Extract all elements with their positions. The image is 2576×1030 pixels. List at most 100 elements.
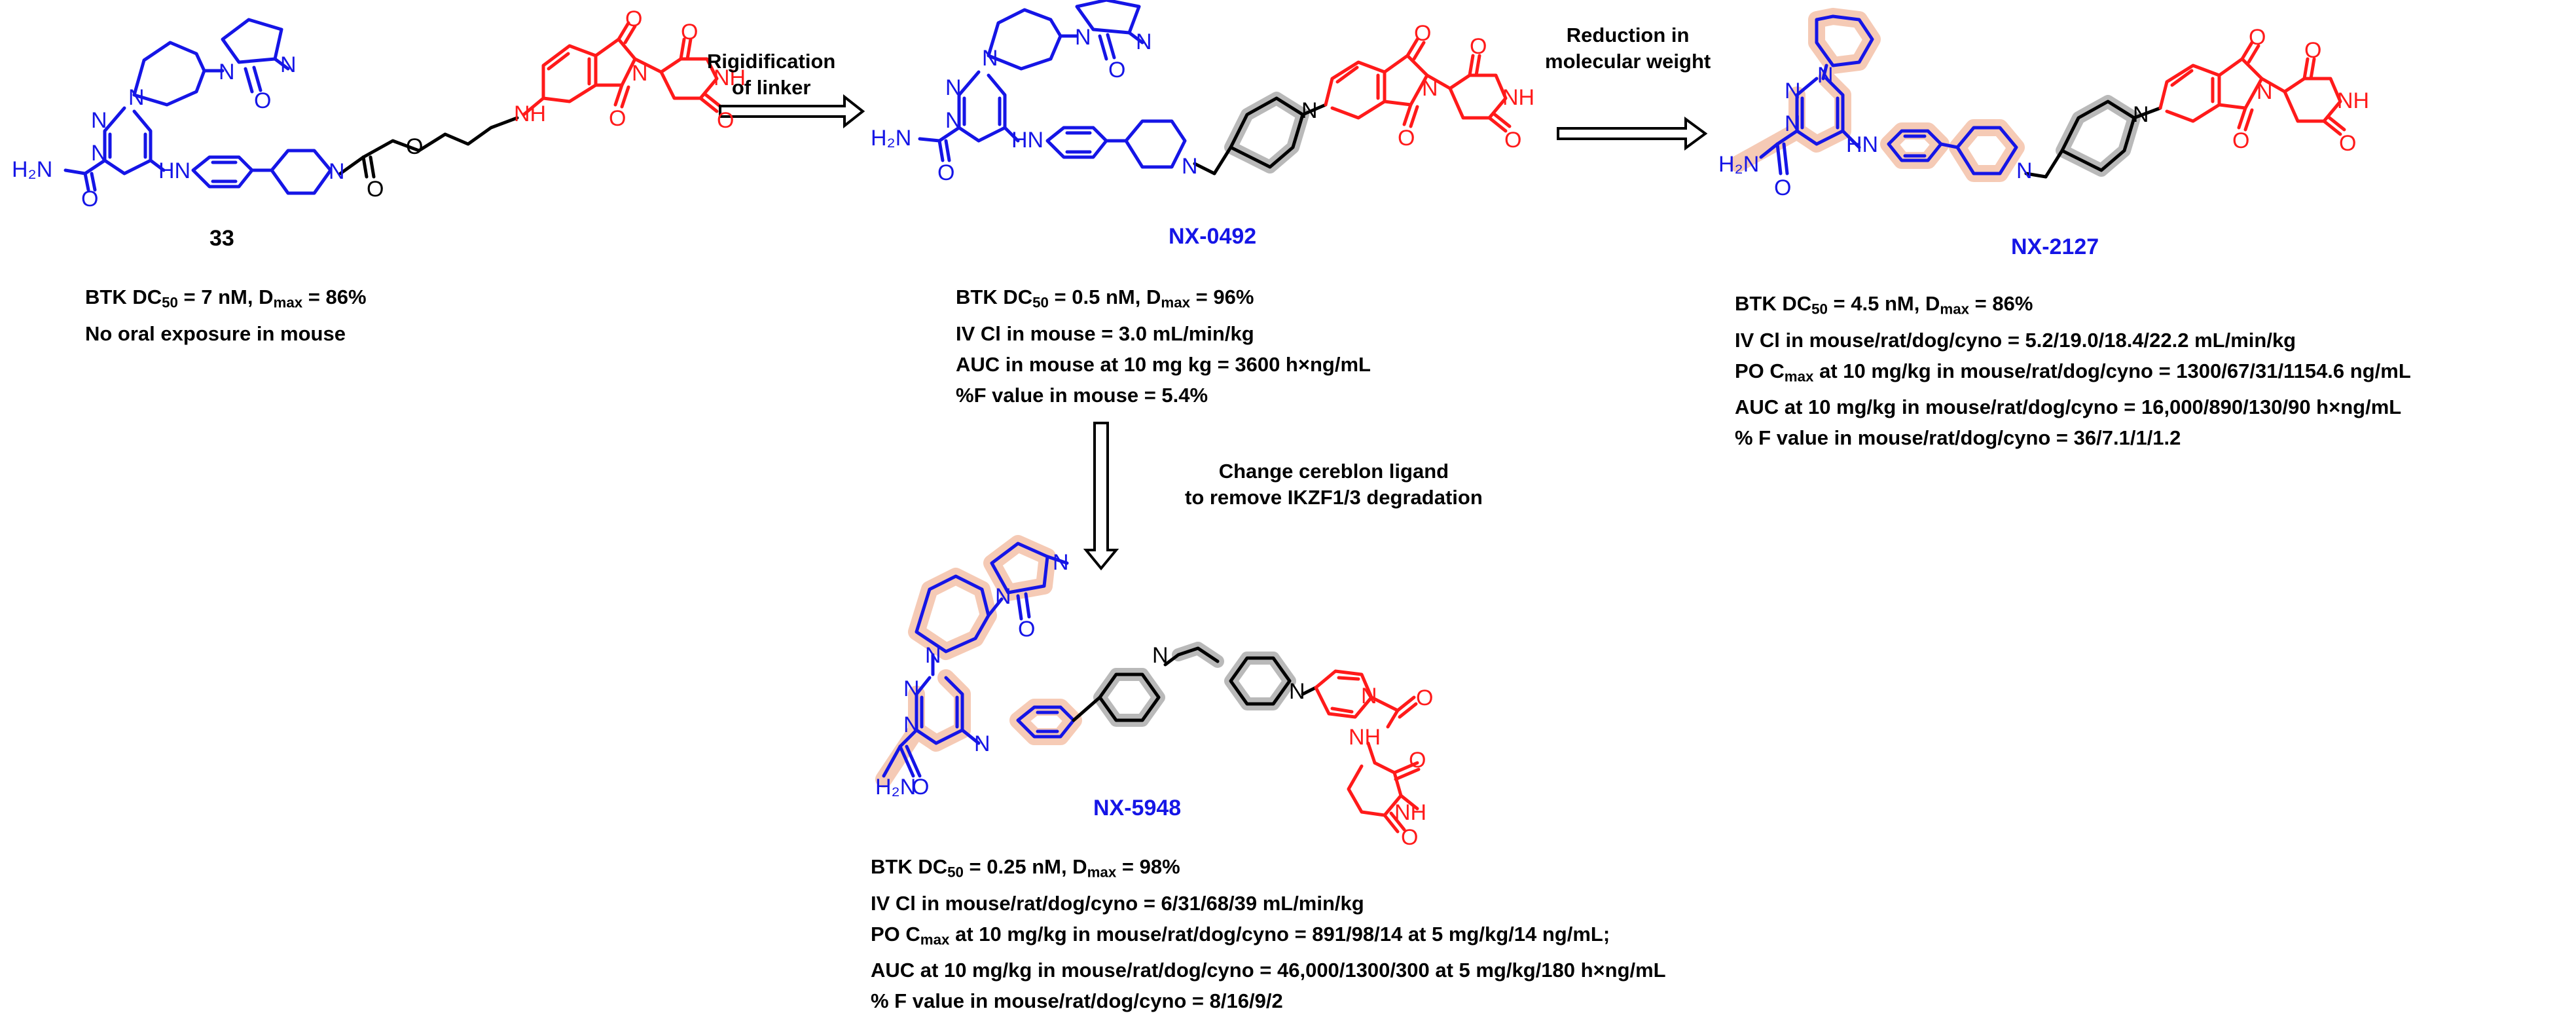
property-text: IV Cl in mouse = 3.0 mL/min/kg bbox=[956, 322, 1254, 345]
atom-o: O bbox=[1409, 748, 1426, 773]
property-text: No oral exposure in mouse bbox=[85, 322, 346, 345]
atom-n: N bbox=[632, 61, 648, 86]
atom-o: O bbox=[912, 775, 929, 800]
property-text: = 98% bbox=[1116, 855, 1180, 878]
arrow-2-label: Reduction in molecular weight bbox=[1545, 22, 1711, 75]
property-line: % F value in mouse/rat/dog/cyno = 8/16/9… bbox=[871, 985, 1666, 1016]
properties-nx-0492: BTK DC50 = 0.5 nM, Dmax = 96%IV Cl in mo… bbox=[956, 282, 1371, 411]
arrow-2-label-line1: Reduction in bbox=[1566, 24, 1690, 46]
structure-nx-5948 bbox=[875, 535, 1421, 834]
atom-n: N bbox=[91, 108, 107, 133]
property-line: AUC in mouse at 10 mg kg = 3600 h×ng/mL bbox=[956, 349, 1371, 380]
atom-n: N bbox=[1152, 643, 1169, 668]
compound-name-nx-5948: NX-5948 bbox=[1093, 796, 1182, 820]
atom-o: O bbox=[1108, 58, 1125, 83]
atom-o: O bbox=[1416, 686, 1433, 710]
atom-n: N bbox=[128, 85, 145, 110]
arrow-3-label-line1: Change cereblon ligand bbox=[1218, 460, 1449, 483]
atom-n: N bbox=[925, 643, 941, 668]
compound-name-nx-0492: NX-0492 bbox=[1169, 224, 1257, 249]
atom-n: N bbox=[1182, 154, 1198, 179]
property-subscript: max bbox=[1087, 864, 1117, 881]
atom-n: N bbox=[995, 584, 1011, 609]
atom-o: O bbox=[367, 177, 384, 202]
atom-n: N bbox=[1817, 63, 1834, 88]
atom-h2n: H₂N bbox=[1718, 152, 1759, 177]
atom-n: N bbox=[903, 676, 920, 701]
atom-hn: HN bbox=[158, 158, 190, 183]
property-subscript: max bbox=[920, 931, 950, 948]
atom-n: N bbox=[219, 60, 235, 84]
atom-o: O bbox=[625, 7, 642, 31]
atom-nh: NH bbox=[1394, 800, 1426, 825]
compound-name-33: 33 bbox=[209, 226, 234, 251]
atom-n: N bbox=[2016, 158, 2033, 183]
atom-n: N bbox=[2133, 102, 2149, 127]
atom-nh: NH bbox=[2337, 88, 2369, 113]
property-line: No oral exposure in mouse bbox=[85, 318, 367, 349]
atom-n: N bbox=[280, 52, 297, 77]
atom-n: N bbox=[974, 731, 990, 756]
property-text: PO C bbox=[1735, 359, 1785, 382]
property-text: AUC at 10 mg/kg in mouse/rat/dog/cyno = … bbox=[871, 959, 1666, 982]
atom-n: N bbox=[1053, 550, 1069, 575]
properties-33: BTK DC50 = 7 nM, Dmax = 86% No oral expos… bbox=[85, 282, 367, 349]
atom-o: O bbox=[2339, 131, 2356, 156]
property-line: IV Cl in mouse/rat/dog/cyno = 6/31/68/39… bbox=[871, 888, 1666, 919]
arrow-1-label: Rigidification of linker bbox=[707, 48, 835, 101]
property-text: = 86% bbox=[1969, 292, 2033, 315]
atom-hn: HN bbox=[1011, 128, 1043, 153]
atom-o: O bbox=[2304, 38, 2321, 63]
atom-n: N bbox=[945, 75, 962, 100]
arrow-2 bbox=[1557, 117, 1708, 151]
property-text: = 4.5 nM, D bbox=[1827, 292, 1940, 315]
atom-h2n: H₂N bbox=[871, 126, 911, 151]
atom-n: N bbox=[329, 159, 345, 184]
atom-hn: HN bbox=[1846, 132, 1878, 157]
properties-nx-2127: BTK DC50 = 4.5 nM, Dmax = 86%IV Cl in mo… bbox=[1735, 288, 2411, 453]
atom-n: N bbox=[1075, 25, 1091, 50]
property-text: BTK DC bbox=[956, 285, 1033, 308]
property-subscript: max bbox=[1940, 301, 1970, 318]
atom-o: O bbox=[1414, 21, 1431, 46]
property-line: AUC at 10 mg/kg in mouse/rat/dog/cyno = … bbox=[1735, 392, 2411, 422]
property-text: % F value in mouse/rat/dog/cyno = 8/16/9… bbox=[871, 989, 1283, 1013]
property-subscript: max bbox=[1161, 294, 1191, 311]
atom-n: N bbox=[1785, 111, 1801, 136]
atom-h2n: H₂N bbox=[875, 775, 916, 800]
atom-h2n: H₂N bbox=[12, 157, 52, 182]
structure-nx-0492 bbox=[918, 0, 1512, 175]
atom-n: N bbox=[91, 141, 107, 166]
atom-nh: NH bbox=[714, 65, 746, 90]
property-line: %F value in mouse = 5.4% bbox=[956, 380, 1371, 411]
property-text: at 10 mg/kg in mouse/rat/dog/cyno = 891/… bbox=[949, 922, 1610, 946]
property-text: % F value in mouse/rat/dog/cyno = 36/7.1… bbox=[1735, 426, 2181, 450]
property-line: BTK DC50 = 7 nM, Dmax = 86% bbox=[85, 282, 367, 318]
atom-o: O bbox=[1401, 825, 1418, 850]
atom-o: O bbox=[1398, 126, 1415, 151]
property-text: AUC in mouse at 10 mg kg = 3600 h×ng/mL bbox=[956, 352, 1371, 376]
property-text: BTK DC bbox=[871, 855, 948, 878]
property-subscript: 50 bbox=[1032, 294, 1049, 311]
atom-o: O bbox=[937, 160, 954, 185]
atom-o: O bbox=[81, 187, 98, 212]
atom-n: N bbox=[945, 108, 962, 133]
property-text: PO C bbox=[871, 922, 920, 946]
atom-o: O bbox=[406, 134, 423, 159]
arrow-1 bbox=[719, 94, 865, 129]
property-subscript: max bbox=[1784, 368, 1814, 385]
atom-o: O bbox=[1470, 34, 1487, 59]
atom-n: N bbox=[1361, 684, 1377, 708]
property-line: BTK DC50 = 4.5 nM, Dmax = 86% bbox=[1735, 288, 2411, 325]
atom-o: O bbox=[1774, 175, 1791, 200]
structure-33 bbox=[63, 18, 723, 195]
atom-o: O bbox=[2249, 25, 2266, 50]
property-text: = 7 nM, D bbox=[177, 285, 274, 308]
atom-n: N bbox=[1289, 679, 1305, 704]
property-subscript: max bbox=[273, 294, 303, 311]
arrow-2-label-line2: molecular weight bbox=[1545, 50, 1711, 73]
arrow-1-label-line2: of linker bbox=[731, 76, 811, 99]
atom-n: N bbox=[1301, 98, 1318, 123]
